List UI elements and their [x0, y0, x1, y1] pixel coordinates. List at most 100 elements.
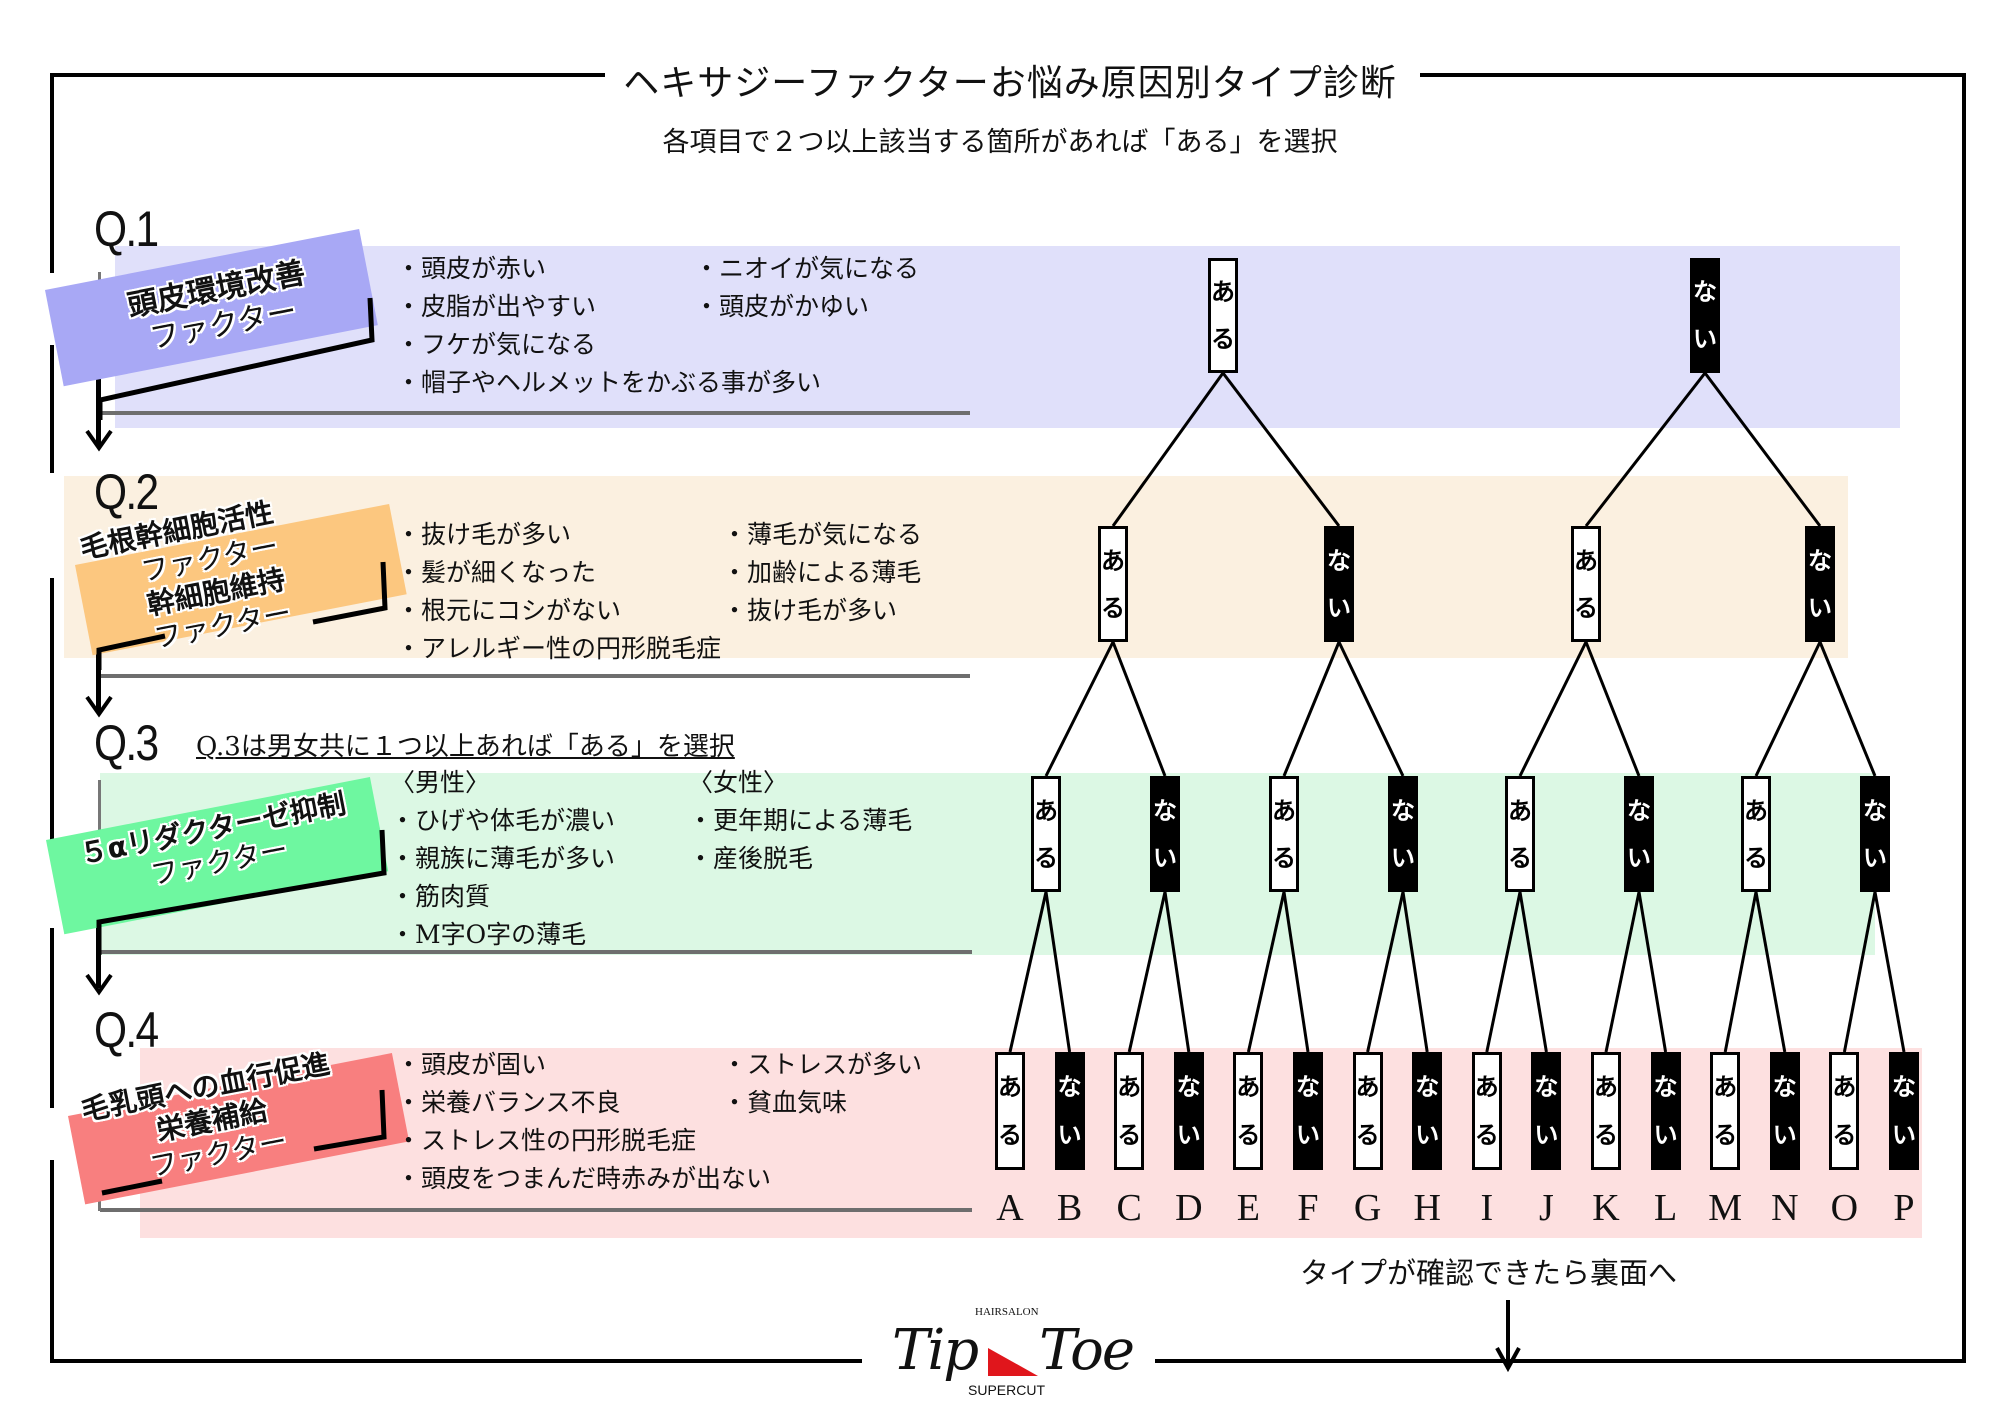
tree-node-yes-L4-13[interactable]: ある [1710, 1052, 1741, 1170]
tree-node-no-L3-8[interactable]: ない [1860, 776, 1890, 892]
tree-node-char: な [1057, 1073, 1082, 1101]
tree-node-char: あ [1355, 1073, 1380, 1101]
list-item: ・加齢による薄毛 [722, 558, 922, 587]
q4-tag-bracket [101, 1089, 387, 1196]
logo-bottom-text: SUPERCUT [968, 1382, 1046, 1398]
tree-node-char: な [1772, 1073, 1797, 1101]
tree-node-no-L3-2[interactable]: ない [1150, 776, 1180, 892]
tree-node-no-L4-6[interactable]: ない [1293, 1052, 1323, 1170]
tree-node-yes-L1-1[interactable]: ある [1208, 258, 1238, 373]
tree-node-no-L4-2[interactable]: ない [1054, 1052, 1085, 1170]
tree-node-char: な [1296, 1073, 1320, 1101]
q2-tag-bracket [96, 561, 388, 670]
tree-node-no-L2-2[interactable]: ない [1324, 526, 1354, 642]
result-type-C: C [1116, 1187, 1142, 1229]
tree-node-yes-L2-1[interactable]: ある [1098, 526, 1128, 642]
q4-label: Q.4 [94, 1002, 159, 1058]
tree-node-no-L4-4[interactable]: ない [1173, 1052, 1204, 1170]
tree-node-char: な [1176, 1073, 1201, 1101]
tree-node-yes-L4-7[interactable]: ある [1352, 1052, 1383, 1170]
list-item: ・薄毛が気になる [722, 520, 923, 549]
tree-node-char: な [1892, 1073, 1916, 1101]
tree-edge [1818, 641, 1877, 777]
tree-node-char: な [1863, 796, 1887, 825]
tree-node-char: あ [1211, 278, 1235, 307]
tree-node-yes-L3-7[interactable]: ある [1741, 776, 1771, 892]
tree-node-char: な [1653, 1073, 1678, 1101]
tree-node-no-L3-6[interactable]: ない [1624, 776, 1654, 892]
tree-node-char: る [1101, 593, 1125, 622]
tree-edge [1518, 641, 1588, 777]
list-item: ・ストレス性の円形脱毛症 [396, 1126, 697, 1155]
tree-node-char: な [1693, 278, 1717, 307]
tree-node-yes-L4-9[interactable]: ある [1471, 1052, 1502, 1170]
frame-left-1 [50, 73, 54, 273]
tree-node-yes-L3-1[interactable]: ある [1031, 776, 1061, 892]
tree-node-char: な [1808, 546, 1832, 575]
q4-col1: ・頭皮が固い ・栄養バランス不良 ・ストレス性の円形脱毛症 ・頭皮をつまんだ時赤… [396, 1046, 771, 1198]
tree-node-char: る [998, 1121, 1022, 1149]
q2-rule [100, 674, 970, 678]
tree-node-no-L4-16[interactable]: ない [1889, 1052, 1919, 1170]
tree-node-yes-L4-11[interactable]: ある [1591, 1052, 1621, 1170]
result-type-H: H [1413, 1187, 1441, 1229]
tree-node-no-L4-8[interactable]: ない [1412, 1052, 1443, 1170]
q3-label: Q.3 [94, 715, 159, 771]
list-header: 〈女性〉 [688, 768, 789, 797]
result-type-P: P [1893, 1187, 1915, 1229]
q3-rule [100, 950, 972, 954]
tree-node-yes-L4-1[interactable]: ある [995, 1052, 1025, 1170]
tree-node-yes-L3-3[interactable]: ある [1269, 776, 1299, 892]
q2-label: Q.2 [94, 464, 159, 520]
tree-node-char: な [1391, 796, 1415, 825]
list-item: ・親族に薄毛が多い [390, 844, 616, 873]
tree-node-no-L1-2[interactable]: ない [1690, 258, 1720, 373]
q4-flow-line [98, 1200, 101, 1211]
q1-col1: ・頭皮が赤い ・皮脂が出やすい ・フケが気になる ・帽子やヘルメットをかぶる事が… [396, 250, 821, 402]
tree-node-char: あ [1474, 1073, 1499, 1101]
tree-edge [1282, 641, 1341, 777]
tree-node-no-L4-10[interactable]: ない [1531, 1052, 1562, 1170]
tree-edge [1337, 641, 1405, 777]
tree-node-char: あ [1272, 796, 1296, 825]
tree-node-char: る [1832, 1121, 1857, 1149]
list-item: ・根元にコシがない [396, 596, 622, 625]
tree-node-no-L3-4[interactable]: ない [1388, 776, 1418, 892]
result-type-G: G [1353, 1187, 1382, 1229]
list-item: ・ストレスが多い [722, 1050, 923, 1079]
list-item: ・フケが気になる [396, 330, 597, 359]
q3-tag-bracket [96, 829, 387, 955]
q1-rule [100, 411, 970, 415]
result-type-B: B [1056, 1187, 1083, 1229]
result-type-L: L [1653, 1187, 1678, 1229]
list-item: ・更年期による薄毛 [688, 806, 913, 835]
tree-node-yes-L3-5[interactable]: ある [1505, 776, 1535, 892]
tree-node-yes-L4-3[interactable]: ある [1114, 1052, 1145, 1170]
q1-tag-bracket [100, 297, 375, 420]
q1-col2: ・ニオイが気になる ・頭皮がかゆい [694, 250, 919, 326]
tree-node-char: あ [1574, 546, 1598, 575]
tree-node-no-L4-14[interactable]: ない [1769, 1052, 1800, 1170]
down-arrow-icon [1495, 1300, 1521, 1372]
tree-node-yes-L4-15[interactable]: ある [1829, 1052, 1860, 1170]
list-item: ・ひげや体毛が濃い [390, 806, 616, 835]
tree-node-yes-L2-3[interactable]: ある [1571, 526, 1601, 642]
tree-node-char: な [1534, 1073, 1559, 1101]
tree-node-char: な [1327, 546, 1351, 575]
q4-col2: ・ストレスが多い ・貧血気味 [722, 1046, 922, 1122]
footer-note: タイプが確認できたら裏面へ [1300, 1256, 1678, 1290]
tree-node-char: る [1594, 1121, 1618, 1149]
result-type-K: K [1592, 1187, 1620, 1229]
tree-node-char: あ [1713, 1073, 1738, 1101]
tree-node-char: な [1415, 1073, 1440, 1101]
tree-edge [1584, 641, 1641, 777]
tree-node-yes-L4-5[interactable]: ある [1233, 1052, 1264, 1170]
tree-node-no-L4-12[interactable]: ない [1650, 1052, 1681, 1170]
q2-arrow-icon [85, 695, 113, 718]
tree-node-char: い [1772, 1121, 1797, 1149]
list-item: ・帽子やヘルメットをかぶる事が多い [396, 368, 822, 397]
tree-node-no-L2-4[interactable]: ない [1805, 526, 1835, 642]
tree-node-char: あ [1508, 796, 1532, 825]
tree-node-char: る [1236, 1121, 1261, 1149]
